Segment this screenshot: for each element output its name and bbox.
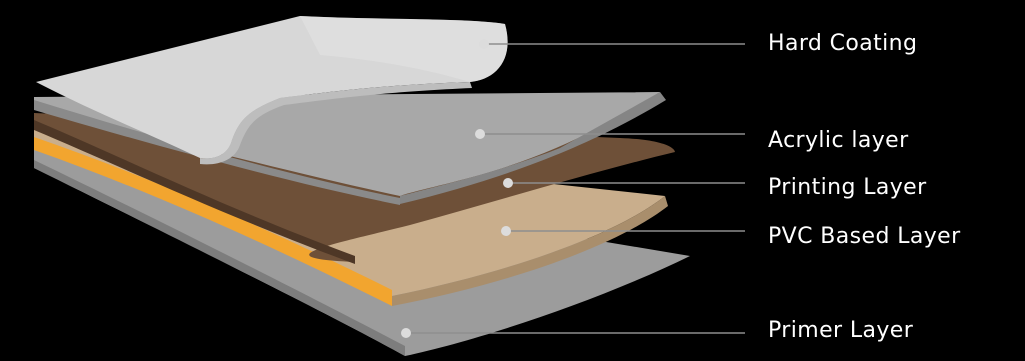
marker-dot-pvc-based-layer xyxy=(501,226,511,236)
label-hard-coating: Hard Coating xyxy=(768,31,917,57)
label-pvc-based-layer: PVC Based Layer xyxy=(768,224,961,250)
label-printing-layer: Printing Layer xyxy=(768,175,927,201)
label-primer-layer: Primer Layer xyxy=(768,318,913,344)
marker-dot-primer-layer xyxy=(401,328,411,338)
marker-dot-hard-coating xyxy=(479,39,489,49)
marker-dot-acrylic-layer xyxy=(475,129,485,139)
marker-dot-printing-layer xyxy=(503,178,513,188)
label-acrylic-layer: Acrylic layer xyxy=(768,128,909,154)
